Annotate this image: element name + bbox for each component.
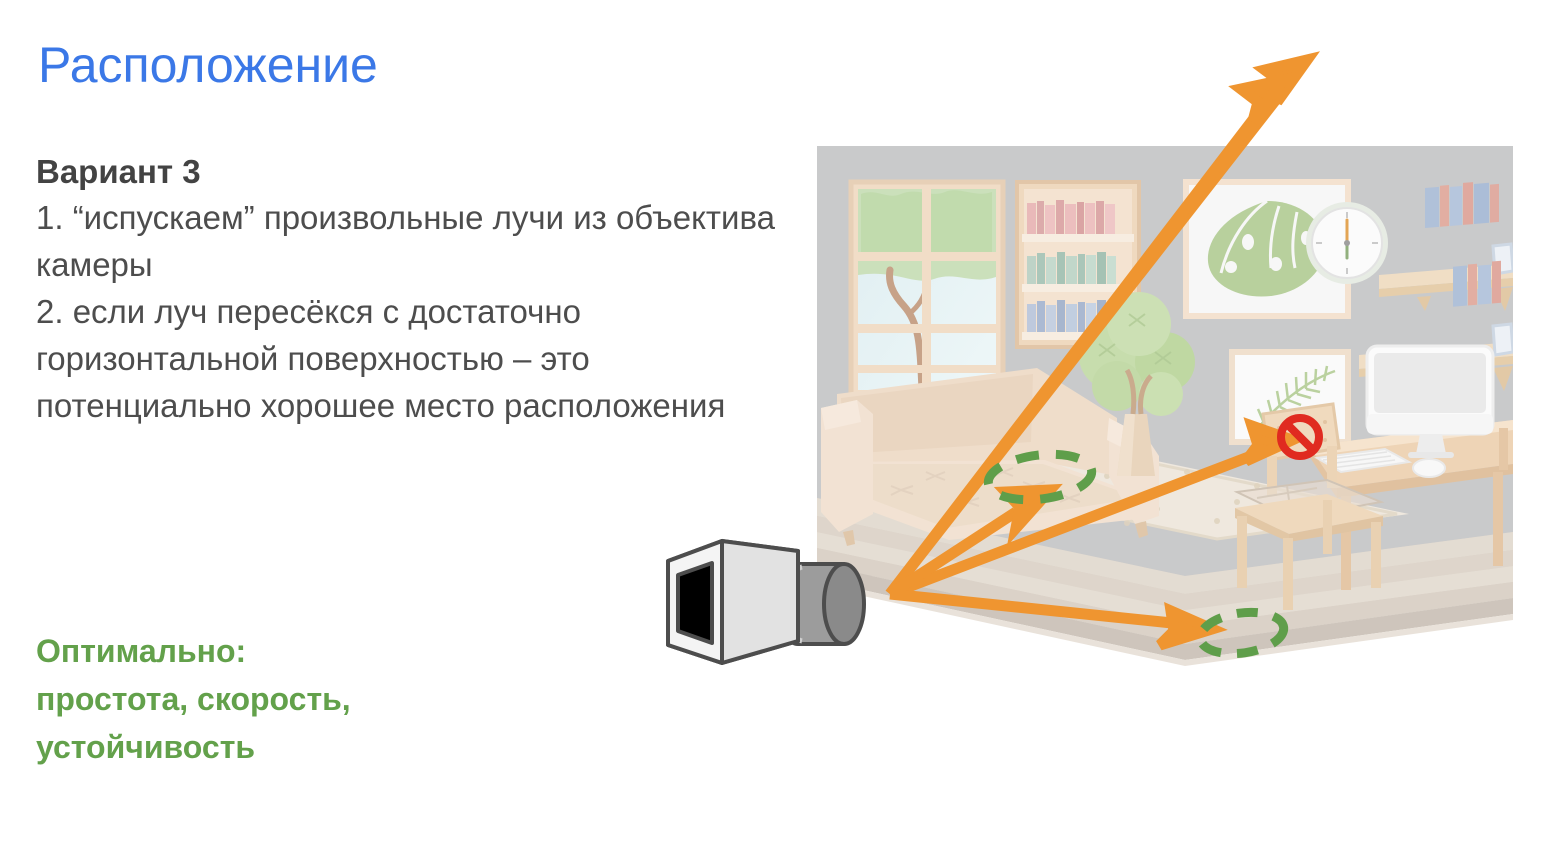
books-row-2 [1027,252,1116,284]
page-title: Расположение [38,37,378,93]
floor [817,498,1513,666]
books-row-1 [1027,200,1115,234]
conclusion-block: Оптимально: простота, скорость, устойчив… [36,627,596,771]
window [848,179,1006,400]
wall-clock [1306,202,1388,284]
shelf-books-lower [1453,260,1513,357]
body-text: Вариант 3 1. “испускаем” произвольные лу… [36,150,776,429]
monitor [1365,344,1495,458]
camera-aperture [676,561,714,645]
variant-heading: Вариант 3 [36,153,201,190]
isometric-room-illustration [817,146,1513,674]
conclusion-line-2: простота, скорость, [36,681,351,717]
step-1: 1. “испускаем” произвольные лучи из объе… [36,199,775,283]
camera-illustration [652,521,912,686]
conclusion-line-3: устойчивость [36,729,256,765]
keyboard [1313,447,1413,474]
mouse [1412,458,1446,478]
step-2: 2. если луч пересёкся с достаточно гориз… [36,293,726,424]
shelf-books-upper [1425,182,1513,276]
conclusion-line-1: Оптимально: [36,633,247,669]
